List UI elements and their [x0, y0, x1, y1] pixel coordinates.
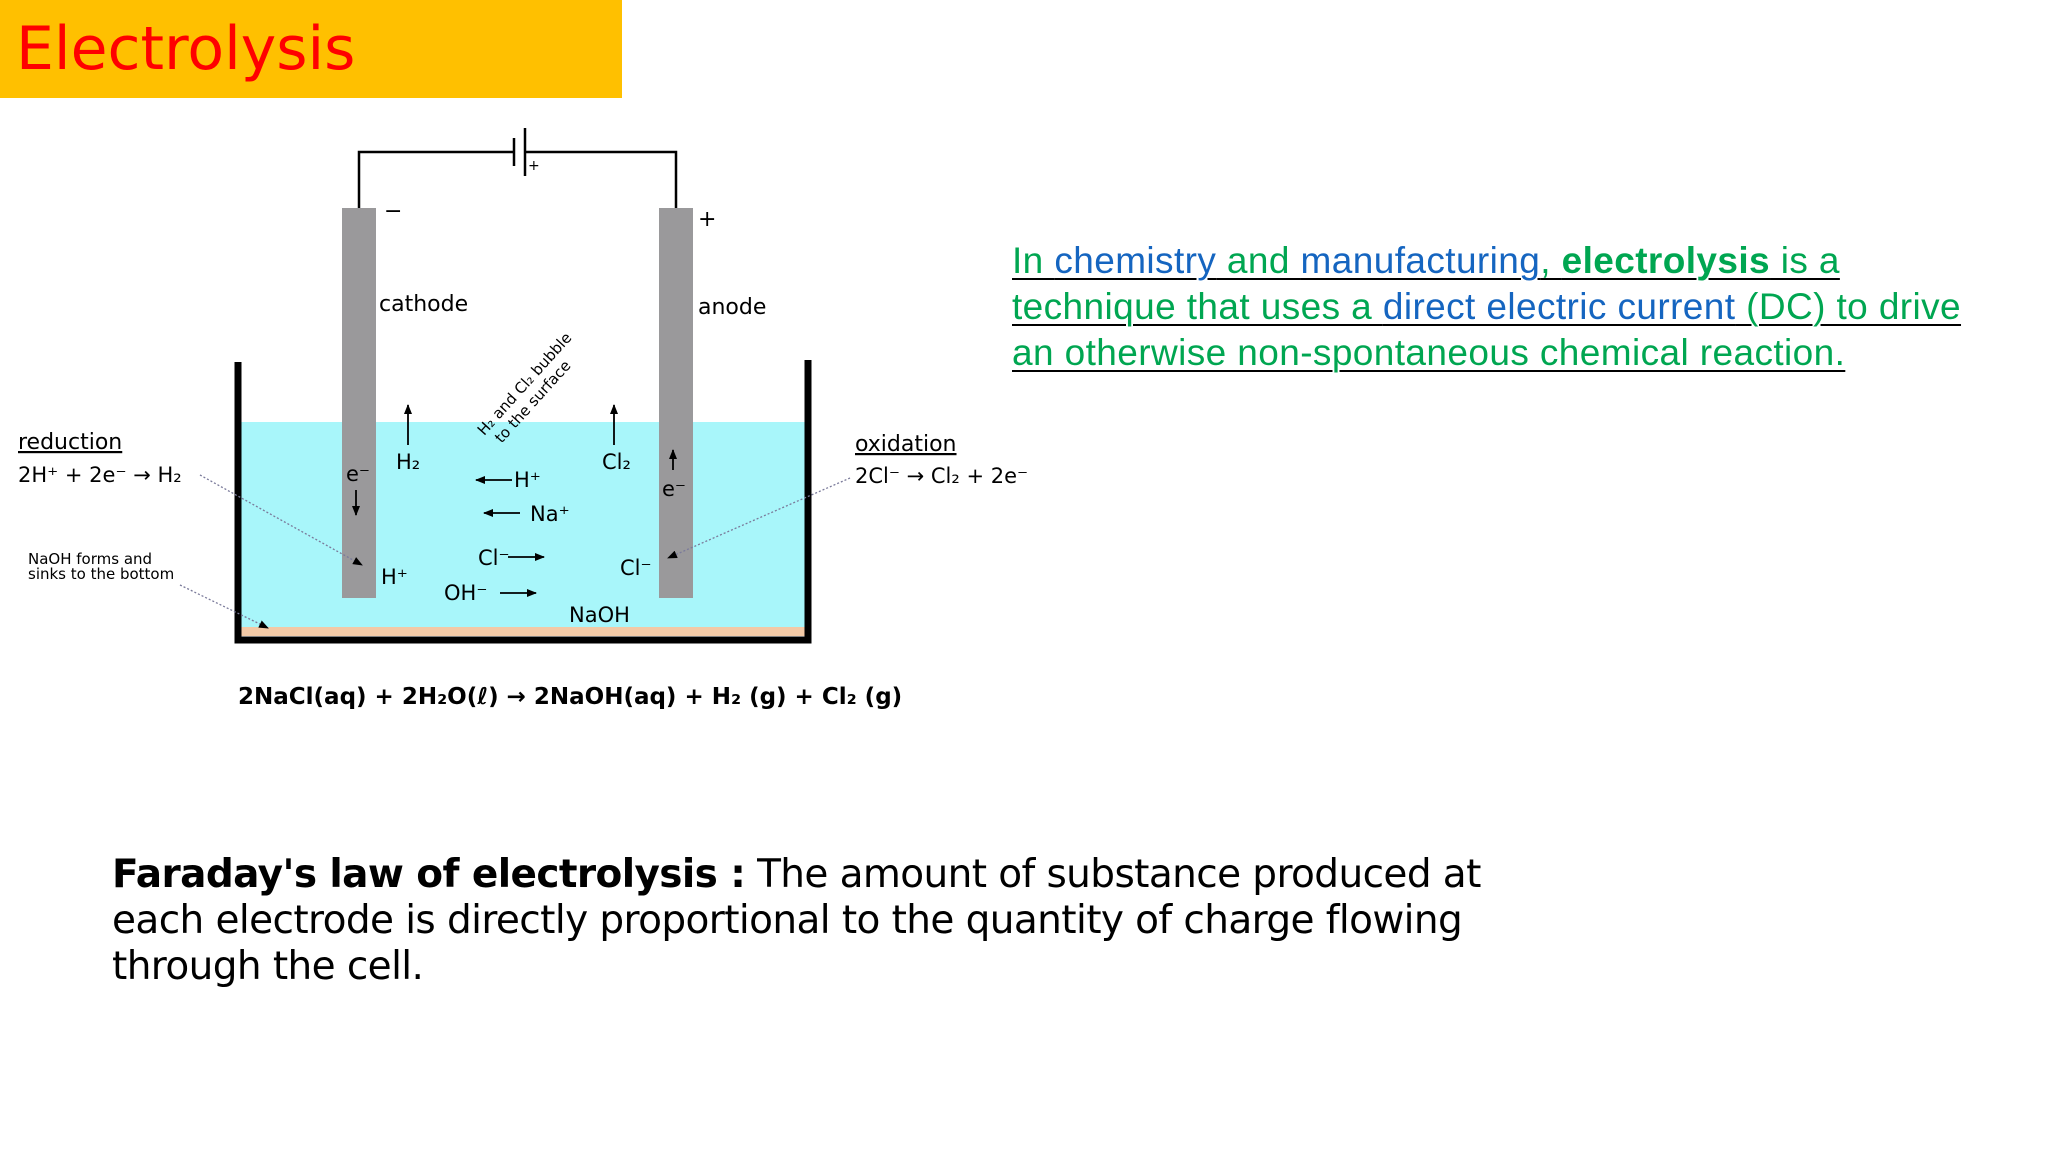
reduction-title: reduction [18, 430, 122, 455]
naoh-note-line2: sinks to the bottom [28, 565, 174, 583]
h-plus-cathode-label: H⁺ [381, 565, 408, 589]
cathode-sign: − [384, 199, 402, 224]
naoh-note-line1: NaOH forms and [28, 550, 152, 568]
circuit-wire [357, 150, 514, 208]
electrolysis-term: electrolysis [1561, 240, 1771, 281]
h2-label: H₂ [396, 450, 420, 474]
slide-title: Electrolysis [16, 14, 356, 84]
electron-cathode-label: e⁻ [346, 462, 370, 486]
battery-plus-label: + [528, 158, 540, 174]
oxidation-title: oxidation [855, 432, 957, 457]
oxidation-equation: 2Cl⁻ → Cl₂ + 2e⁻ [855, 464, 1028, 488]
electron-anode-label: e⁻ [662, 477, 686, 501]
faraday-law-name: Faraday's law of electrolysis : [112, 852, 746, 897]
naoh-label: NaOH [569, 603, 630, 627]
direct-current-link[interactable]: direct electric current [1382, 286, 1736, 327]
oxidation-pointer [667, 477, 851, 559]
anode-label: anode [698, 295, 766, 320]
definition-part4: is a technique that uses a [1012, 240, 1840, 327]
anode-sign: + [698, 207, 716, 232]
title-bar: Electrolysis [0, 0, 622, 98]
cl-minus-anode-label: Cl⁻ [620, 556, 652, 580]
manufacturing-link[interactable]: manufacturing [1300, 240, 1541, 281]
anode-electrode [659, 208, 693, 598]
electrolysis-definition: In chemistry and manufacturing, electrol… [1012, 238, 2012, 376]
reduction-pointer [199, 474, 363, 566]
cl2-label: Cl₂ [602, 450, 631, 474]
overall-equation: 2NaCl(aq) + 2H₂O(ℓ) → 2NaOH(aq) + H₂ (g)… [238, 684, 902, 710]
circuit-wire-anode [525, 150, 678, 208]
definition-part2: and [1216, 240, 1301, 281]
definition-part5: (DC) to drive an otherwise non-spontaneo… [1012, 286, 1962, 373]
faraday-law-statement: The amount of substance produced at each… [112, 852, 1481, 989]
cl-minus-mid-label: Cl⁻ [478, 546, 510, 570]
cathode-label: cathode [379, 292, 468, 317]
definition-part1: In [1012, 240, 1055, 281]
oh-minus-label: OH⁻ [444, 581, 487, 605]
cathode-electrode [342, 208, 376, 598]
naoh-sediment [238, 627, 808, 636]
definition-part3: , [1540, 240, 1562, 281]
electrolysis-diagram: + − + cathode anode H₂ and Cl₂ bubble to… [18, 128, 1028, 710]
na-plus-label: Na⁺ [530, 502, 570, 526]
reduction-equation: 2H⁺ + 2e⁻ → H₂ [18, 463, 182, 487]
faraday-law: Faraday's law of electrolysis : The amou… [112, 852, 1492, 990]
electrolyte [238, 422, 808, 628]
naoh-pointer [179, 584, 269, 629]
chemistry-link[interactable]: chemistry [1054, 240, 1217, 281]
container [234, 360, 812, 644]
h-plus-mid-label: H⁺ [514, 468, 541, 492]
